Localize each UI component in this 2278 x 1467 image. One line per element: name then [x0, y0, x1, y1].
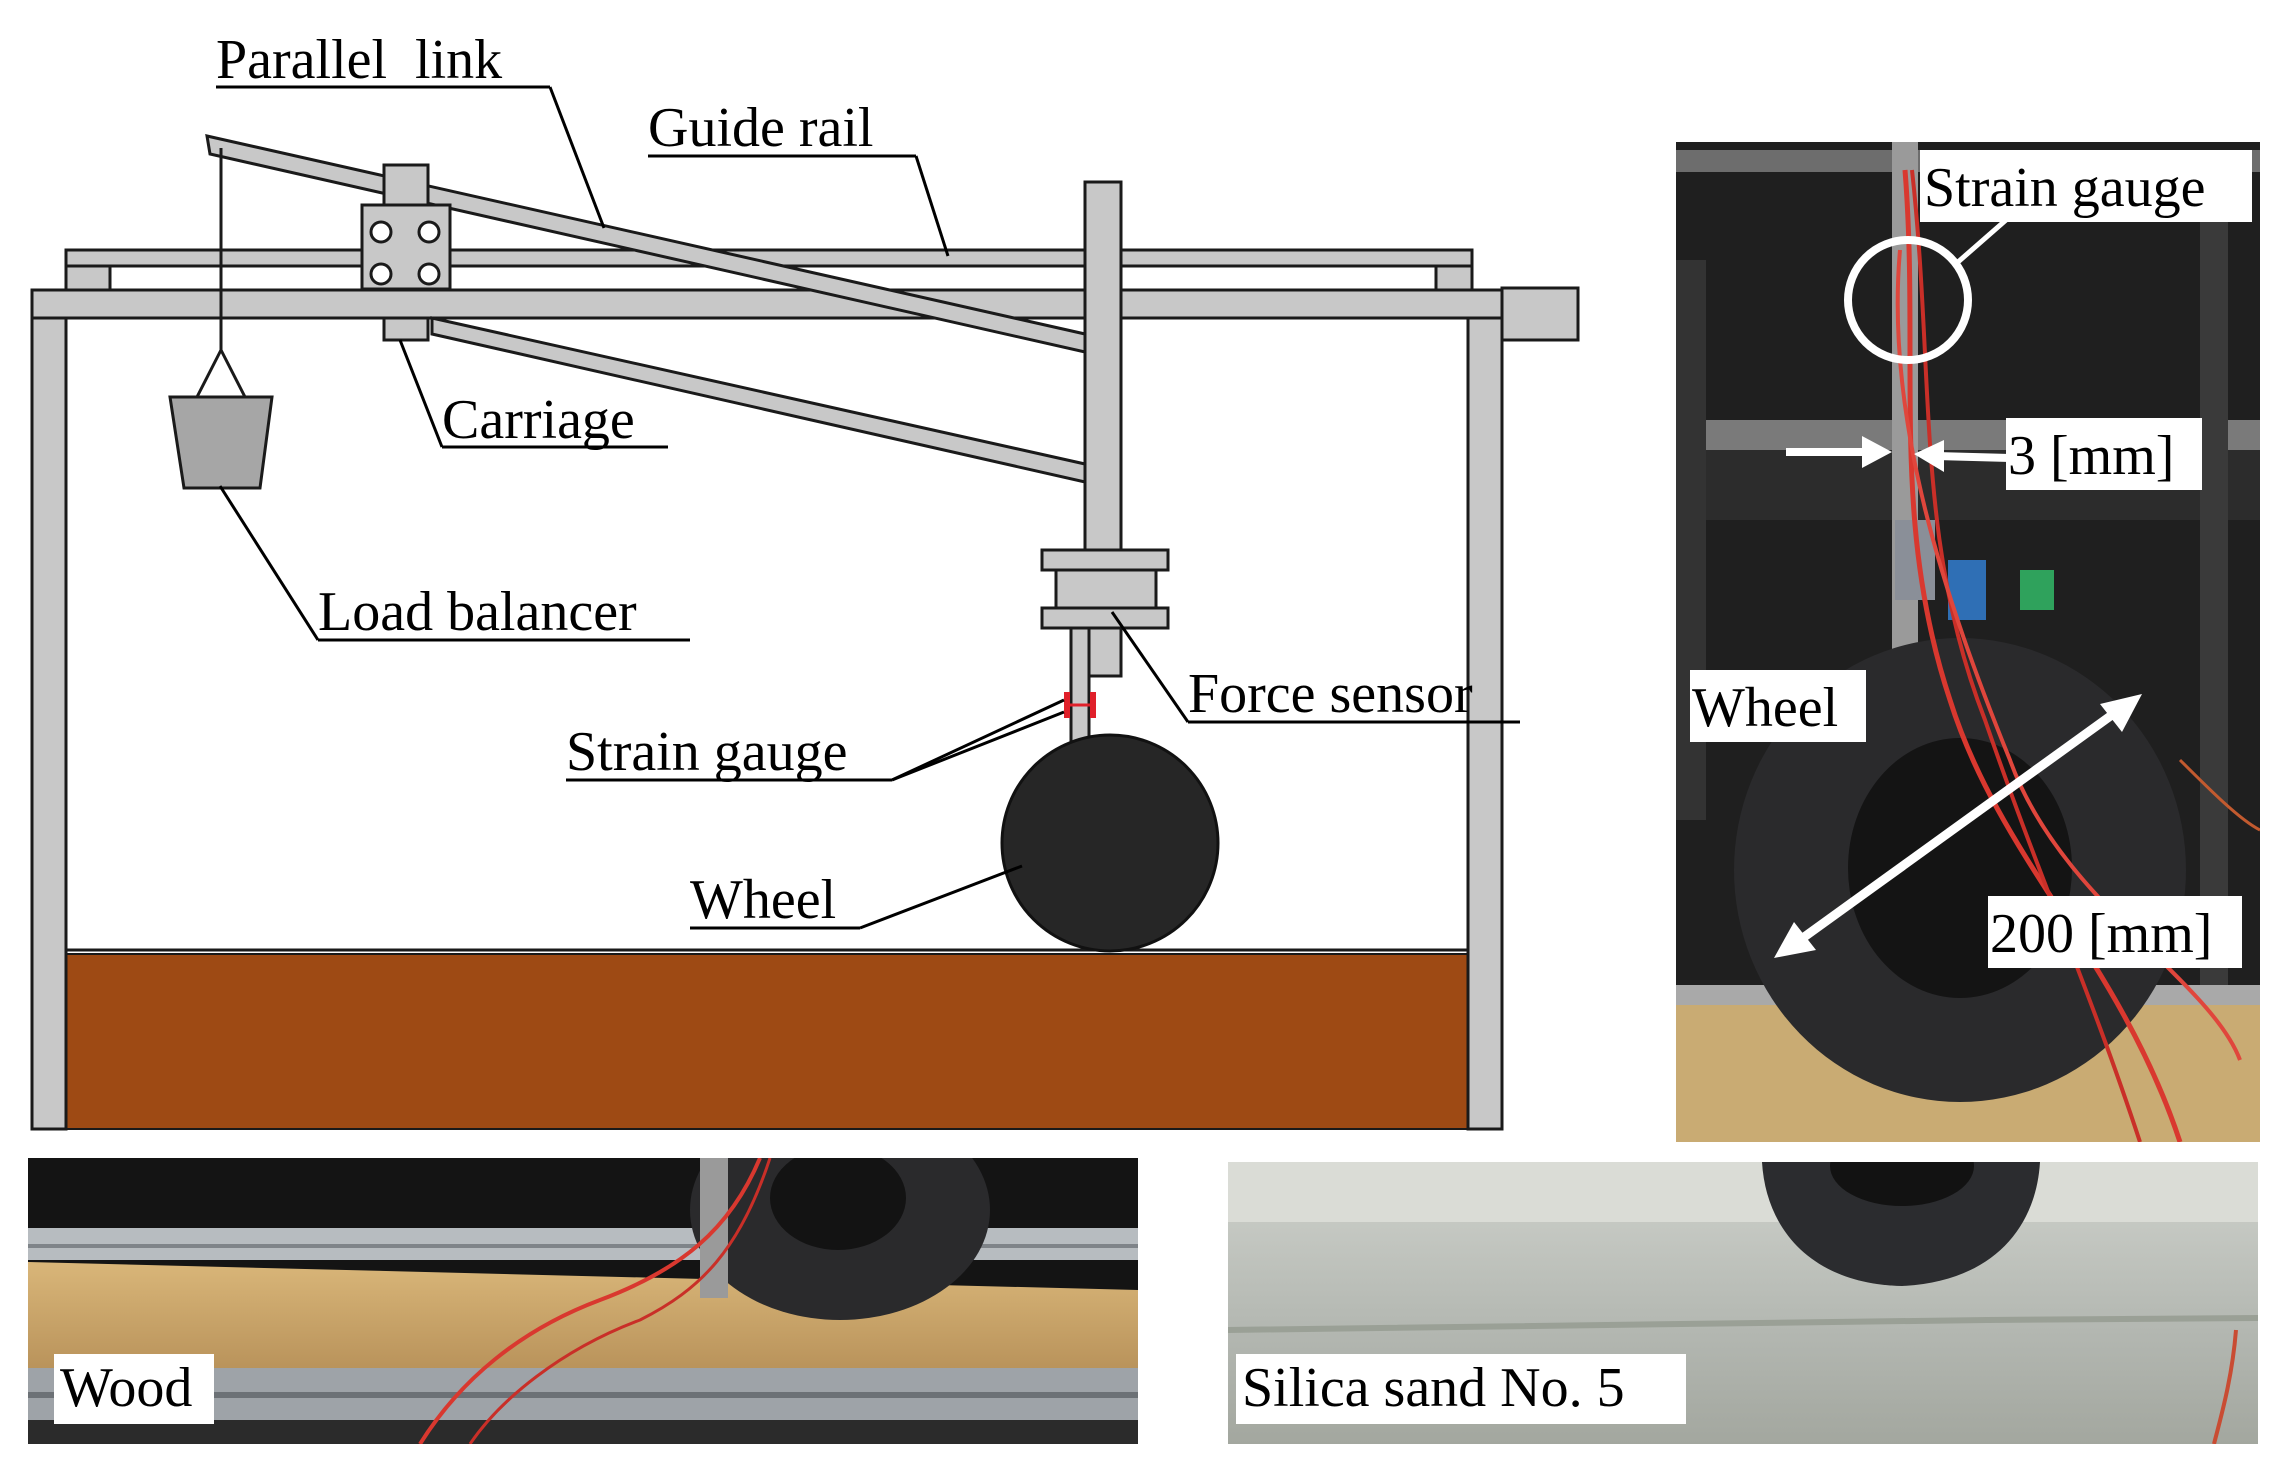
main-beam	[30, 288, 1504, 320]
label-load-balancer: Load balancer	[318, 581, 637, 643]
label-guide-rail: Guide rail	[648, 97, 873, 159]
strain-gauge-marks	[1064, 692, 1096, 718]
label-force-sensor: Force sensor	[1188, 663, 1473, 725]
carriage	[360, 163, 452, 342]
soil-bed	[65, 953, 1469, 1130]
diameter-arrow	[1774, 694, 2142, 958]
closeup-label-width: 3 [mm]	[2008, 425, 2174, 487]
schematic-diagram: Parallel link Guide rail Carriage Load b…	[30, 29, 1580, 1131]
force-sensor	[1040, 548, 1170, 630]
label-wheel: Wheel	[690, 869, 836, 931]
closeup-label-strain-gauge: Strain gauge	[1924, 157, 2205, 219]
photo-closeup	[1676, 142, 2260, 1142]
frame-post-left	[30, 313, 68, 1131]
label-parallel-link: Parallel link	[216, 29, 502, 91]
label-strain-gauge: Strain gauge	[566, 721, 847, 783]
beam-end-cap	[1500, 286, 1580, 342]
strain-gauge-highlight-circle	[1844, 236, 1972, 364]
parallel-link-upper	[205, 134, 1087, 354]
closeup-label-wheel: Wheel	[1692, 677, 1838, 739]
width-arrows	[1786, 436, 2011, 472]
closeup-label-diameter: 200 [mm]	[1990, 903, 2212, 965]
wheel	[1000, 733, 1220, 953]
load-balancer	[168, 148, 274, 490]
closeup-annotations: Strain gauge 3 [mm] Wheel 200 [mm]	[1690, 150, 2252, 968]
label-carriage: Carriage	[442, 389, 635, 451]
wheel-shaft	[1069, 626, 1091, 748]
photo-wood	[28, 1158, 1138, 1444]
wood-label: Wood	[60, 1357, 192, 1419]
sand-label: Silica sand No. 5	[1242, 1357, 1625, 1419]
